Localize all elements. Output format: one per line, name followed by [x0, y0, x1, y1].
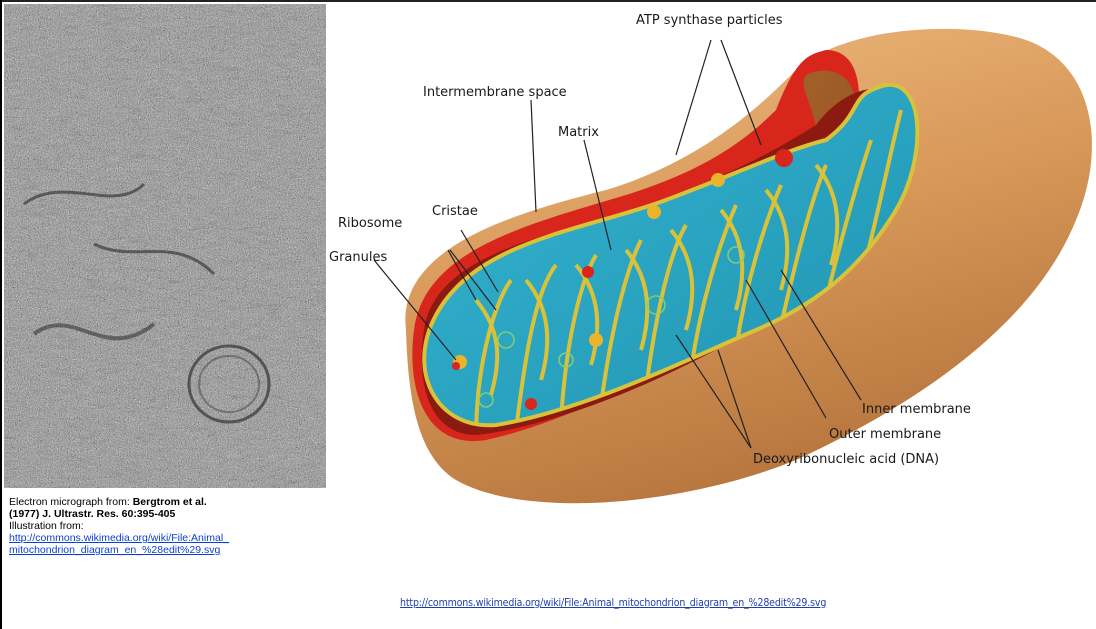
illustration-label: Illustration from:: [9, 520, 329, 532]
credit-citation-line2: (1977) J. Ultrastr. Res. 60:395-405: [9, 508, 329, 520]
micrograph-credit: Electron micrograph from: Bergtrom et al…: [9, 496, 329, 508]
label-granules: Granules: [329, 250, 387, 265]
label-ribosome: Ribosome: [338, 216, 402, 231]
credit-prefix: Electron micrograph from:: [9, 496, 133, 508]
label-matrix: Matrix: [558, 125, 599, 140]
micrograph-texture: [4, 4, 326, 488]
mitochondrion-diagram: ATP synthase particles Intermembrane spa…: [326, 0, 1096, 560]
credit-citation-line1: Bergtrom et al.: [133, 496, 207, 508]
label-intermembrane-space: Intermembrane space: [423, 85, 567, 100]
label-dna: Deoxyribonucleic acid (DNA): [753, 452, 939, 467]
source-url-link[interactable]: http://commons.wikimedia.org/wiki/File:A…: [400, 597, 826, 609]
illustration-link-line1: http://commons.wikimedia.org/wiki/File:A…: [9, 532, 229, 544]
label-cristae: Cristae: [432, 204, 478, 219]
label-atp-synthase: ATP synthase particles: [636, 13, 783, 28]
slide-border-left: [0, 0, 2, 629]
image-credits: Electron micrograph from: Bergtrom et al…: [9, 496, 329, 556]
label-inner-membrane: Inner membrane: [862, 402, 971, 417]
illustration-link-line2: mitochondrion_diagram_en_%28edit%29.svg: [9, 544, 220, 556]
mitochondrion-illustration: ATP synthase particles Intermembrane spa…: [326, 0, 1096, 560]
illustration-link[interactable]: http://commons.wikimedia.org/wiki/File:A…: [9, 532, 229, 556]
electron-micrograph-image: [4, 4, 326, 488]
label-outer-membrane: Outer membrane: [829, 427, 941, 442]
